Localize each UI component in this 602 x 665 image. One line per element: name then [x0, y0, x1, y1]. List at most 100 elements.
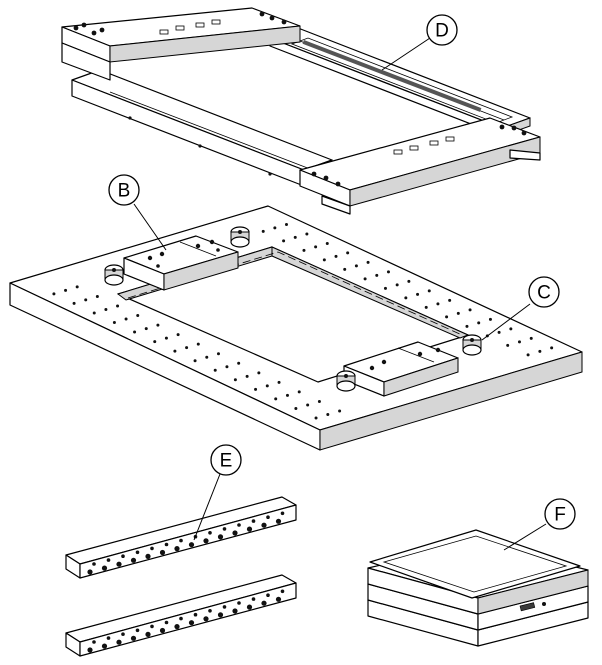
plate-hole: [517, 340, 521, 344]
knurled-nut-c: [462, 334, 482, 356]
plate-hole: [386, 270, 390, 274]
plate-hole: [306, 403, 310, 407]
plate-hole: [205, 355, 209, 359]
plate-hole: [116, 304, 120, 308]
plate-hole: [404, 296, 408, 300]
plate-hole: [407, 279, 411, 283]
plate-hole: [488, 317, 492, 321]
terminal-screw: [92, 562, 96, 566]
plate-hole: [456, 311, 460, 315]
terminal-screw: [106, 558, 111, 562]
plate-hole: [538, 349, 542, 353]
terminal-hole: [145, 631, 151, 638]
plate-hole: [254, 387, 258, 391]
terminal-screw: [193, 612, 198, 617]
terminal-hole: [275, 596, 282, 602]
terminal-hole: [159, 627, 166, 634]
terminal-screw: [164, 620, 169, 625]
plate-hole: [302, 248, 306, 252]
terminal-screw: [135, 628, 140, 633]
plate-hole: [164, 336, 168, 340]
plate-hole: [92, 311, 96, 315]
plate-hole: [506, 343, 510, 347]
plate-hole: [314, 416, 318, 420]
terminal-screw: [266, 515, 270, 519]
callout-e: E: [193, 444, 242, 541]
terminal-strip-lower: [65, 574, 297, 657]
plate-hole: [196, 342, 200, 346]
plate-hole: [112, 321, 116, 325]
terminal-screw: [121, 632, 125, 636]
terminal-screw: [121, 554, 125, 558]
plate-hole: [133, 330, 137, 334]
plate-hole: [136, 314, 140, 318]
callout-label-f: F: [554, 505, 566, 526]
tray-stack-f: [367, 529, 589, 647]
plate-hole: [314, 245, 318, 249]
plate-hole: [293, 235, 297, 239]
terminal-screw: [222, 605, 227, 609]
terminal-hole: [217, 612, 224, 618]
beam-engraving: [159, 19, 455, 155]
plate-hole: [363, 277, 367, 281]
terminal-hole: [116, 639, 122, 645]
terminal-screw: [222, 527, 227, 531]
terminal-hole: [217, 534, 224, 540]
plate-hole: [383, 286, 387, 290]
terminal-strip-upper: [65, 496, 297, 579]
terminal-screw: [179, 616, 183, 621]
base-plate: [9, 205, 583, 451]
plate-hole: [282, 239, 286, 243]
plate-hole: [416, 292, 420, 296]
plate-hole: [509, 327, 513, 331]
plate-hole: [52, 292, 56, 296]
plate-hole: [277, 380, 281, 384]
plate-hole: [193, 359, 197, 363]
plate-hole: [354, 264, 358, 268]
plate-hole: [529, 336, 533, 340]
frame-assembly-d: [61, 7, 541, 215]
terminal-strips-e: [65, 496, 297, 657]
plate-hole: [285, 393, 289, 397]
terminal-screw: [208, 531, 212, 535]
terminal-hole: [87, 647, 93, 653]
clamp-block-b: [123, 235, 239, 291]
plate-hole: [325, 241, 329, 245]
plate-hole: [427, 289, 431, 293]
plate-hole: [305, 232, 309, 236]
terminal-hole: [246, 604, 253, 610]
plate-hole: [375, 273, 379, 277]
plate-hole: [153, 340, 157, 344]
terminal-hole: [246, 526, 253, 532]
plate-hole: [84, 298, 88, 302]
plate-hole: [326, 413, 330, 417]
terminal-hole: [101, 565, 108, 571]
callout-f: F: [503, 498, 576, 551]
terminal-screw: [106, 636, 111, 640]
terminal-screw: [251, 519, 256, 523]
terminal-screw: [251, 597, 256, 601]
terminal-hole: [232, 608, 238, 614]
plate-hole: [245, 374, 249, 378]
knurled-nut-2: [230, 226, 250, 248]
plate-hole: [297, 390, 301, 394]
knurled-nut-4: [336, 370, 356, 392]
terminal-hole: [130, 635, 137, 641]
terminal-screw: [280, 511, 285, 516]
plate-hole: [75, 285, 79, 289]
terminal-hole: [203, 538, 209, 544]
terminal-screw: [237, 601, 241, 605]
plate-hole: [124, 317, 128, 321]
plate-hole: [274, 397, 278, 401]
plate-hole: [424, 305, 428, 309]
terminal-hole: [203, 616, 209, 622]
plate-hole: [334, 254, 338, 258]
plate-hole: [448, 298, 452, 302]
plate-hole: [465, 324, 469, 328]
plate-hole: [173, 349, 177, 353]
plate-hole: [497, 330, 501, 334]
plate-hole: [550, 346, 554, 350]
terminal-hole: [116, 561, 122, 567]
